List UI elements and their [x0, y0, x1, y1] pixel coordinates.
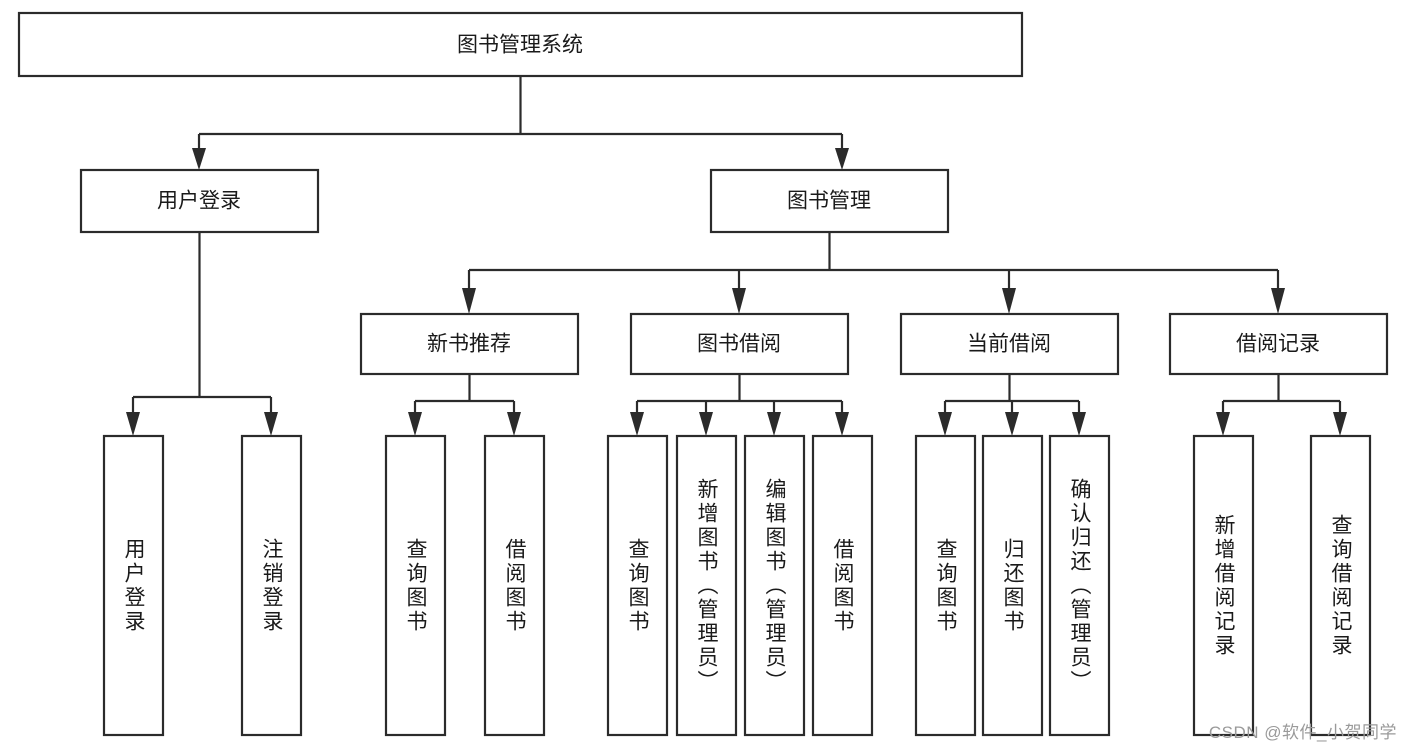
node-current-borrow[interactable]	[899, 312, 1120, 376]
node-book-borrow-label: 图书借阅	[697, 333, 781, 356]
node-leaf-query-book-1[interactable]	[384, 434, 447, 737]
connector-newbook-children	[408, 374, 521, 436]
node-book-borrow[interactable]	[629, 312, 850, 376]
arrowhead-to-login	[192, 148, 206, 170]
node-current-borrow-label: 当前借阅	[967, 333, 1051, 356]
node-book-management[interactable]	[709, 168, 950, 234]
connector-borrow-children	[630, 374, 849, 436]
connector-root-trunk	[197, 76, 844, 148]
node-leaf-edit-book-admin[interactable]	[743, 434, 806, 737]
connector-current-children	[938, 374, 1086, 436]
node-borrow-records-label: 借阅记录	[1236, 333, 1320, 356]
node-user-login-label: 用户登录	[157, 190, 241, 213]
arrowhead-to-bookmgr	[835, 148, 849, 170]
node-leaf-user-login[interactable]	[102, 434, 165, 737]
node-leaf-borrow-book-2[interactable]	[811, 434, 874, 737]
node-new-book-recommend[interactable]	[359, 312, 580, 376]
node-book-management-label: 图书管理	[787, 190, 871, 213]
node-leaf-add-book-admin[interactable]	[675, 434, 738, 737]
node-leaf-borrow-book-1[interactable]	[483, 434, 546, 737]
node-leaf-query-book-3[interactable]	[914, 434, 977, 737]
node-leaf-query-book-2[interactable]	[606, 434, 669, 737]
node-root[interactable]	[17, 11, 1024, 78]
connector-bookmgr-children	[462, 232, 1285, 314]
node-leaf-logout[interactable]	[240, 434, 303, 737]
connector-login-children	[126, 232, 278, 436]
node-leaf-return-book[interactable]	[981, 434, 1044, 737]
node-root-label: 图书管理系统	[457, 34, 583, 57]
node-user-login[interactable]	[79, 168, 320, 234]
node-leaf-confirm-return-admin[interactable]	[1048, 434, 1111, 737]
node-borrow-records[interactable]	[1168, 312, 1389, 376]
watermark-text: CSDN @软件_小贺同学	[1208, 723, 1397, 742]
node-leaf-add-borrow-record[interactable]	[1192, 434, 1255, 737]
node-leaf-query-borrow-record[interactable]	[1309, 434, 1372, 737]
connector-records-children	[1216, 374, 1347, 436]
node-new-book-recommend-label: 新书推荐	[427, 333, 511, 356]
